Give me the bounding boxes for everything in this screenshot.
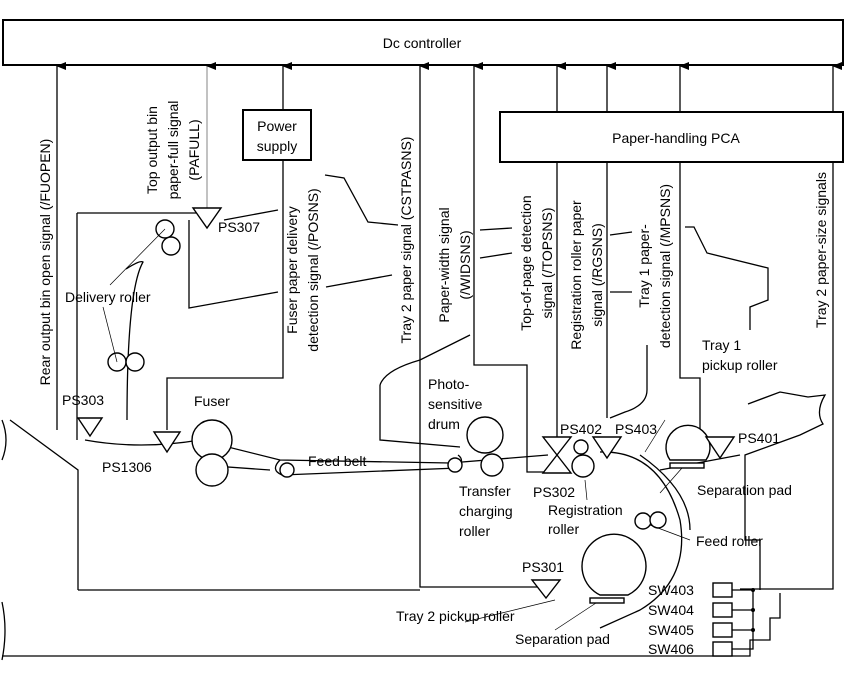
mpsns-label-2: detection signal (/MPSNS) [657, 184, 673, 348]
sw405-label: SW405 [648, 622, 694, 638]
feed-belt-label: Feed belt [308, 453, 366, 469]
ps301-label: PS301 [522, 559, 564, 575]
sw406-label: SW406 [648, 641, 694, 657]
transfer-label-1: Transfer [459, 483, 511, 499]
mpsns-leader [609, 345, 648, 419]
feed-roller-label: Feed roller [696, 533, 763, 549]
drum-label-3: drum [428, 416, 460, 432]
feed-roller-1 [634, 512, 652, 530]
paper-handling-pca-block: Paper-handling PCA [499, 111, 844, 163]
cstpasns-label: Tray 2 paper signal (CSTPASNS) [398, 137, 414, 344]
sensor-labels: PS307 PS303 PS1306 PS302 PS402 PS403 PS4… [62, 219, 780, 575]
drum-label-2: sensitive [428, 396, 483, 412]
leader-lines [102, 228, 691, 631]
ps303-label: PS303 [62, 392, 104, 408]
sensors [76, 207, 736, 600]
ps301-sensor [530, 579, 562, 600]
transfer-label-3: roller [459, 523, 490, 539]
registration-roller-bottom [571, 454, 595, 478]
ps402-label: PS402 [560, 421, 602, 437]
dc-controller-block: Dc controller [2, 19, 844, 66]
tray1-pickup-label-2: pickup roller [702, 357, 778, 373]
posns-line [166, 160, 284, 430]
ps307-label: PS307 [218, 219, 260, 235]
delivery-roller-label: Delivery roller [65, 289, 151, 305]
ps403-label: PS403 [615, 421, 657, 437]
separation-pad-1-label: Separation pad [697, 482, 792, 498]
paper-handling-pca-label: Paper-handling PCA [612, 130, 740, 146]
topsns-label-2: signal (/TOPSNS) [539, 208, 555, 319]
topsns-label-1: Top-of-page detection [518, 195, 534, 330]
fuser-label: Fuser [194, 393, 230, 409]
power-supply-label-1: Power [257, 118, 297, 134]
cstpasns-line [419, 62, 545, 588]
tray1-pickup-label-1: Tray 1 [702, 337, 741, 353]
ps402-ps302-sensor [541, 436, 573, 474]
paper-size-line [740, 162, 834, 590]
signal-lines [56, 62, 842, 590]
rgsns-label-2: signal (/RGSNS) [589, 223, 605, 326]
widsns-line [473, 62, 547, 473]
sw404-label: SW404 [648, 602, 694, 618]
separation-pad-1 [669, 462, 705, 469]
printer-frame [1, 174, 827, 661]
pafull-label-3: (PAFULL) [186, 119, 202, 180]
drum-label-1: Photo- [428, 376, 470, 392]
ps401-label: PS401 [738, 430, 780, 446]
ps303-sensor [76, 417, 104, 438]
widsns-label-2: (/WIDSNS) [457, 230, 473, 299]
separation-pad-2 [589, 597, 625, 604]
ps1306-sensor [152, 431, 182, 454]
component-labels: Delivery roller Fuser Feed belt Photo- s… [65, 289, 792, 647]
ps401-sensor [704, 436, 736, 460]
pafull-label-1: Top output bin [144, 106, 160, 194]
dc-controller-label: Dc controller [383, 35, 462, 51]
fuopen-label: Rear output bin open signal (/FUOPEN) [37, 139, 53, 386]
ps403-sensor [591, 436, 623, 460]
pafull-label-2: paper-full signal [165, 101, 181, 200]
fuser-roller-bottom [195, 453, 229, 487]
mpsns-line [679, 162, 701, 440]
registration-roller-top [573, 439, 589, 455]
ps307-sensor [191, 207, 223, 230]
ps302-label: PS302 [533, 484, 575, 500]
registration-label-1: Registration [548, 502, 623, 518]
posns-label-2: detection signal (/POSNS) [305, 188, 321, 351]
power-supply-block: Power supply [242, 109, 312, 161]
transfer-label-2: charging [459, 503, 513, 519]
transfer-charging-roller [480, 453, 504, 477]
tray1-pickup-roller [665, 424, 711, 461]
ps1306-label: PS1306 [102, 459, 152, 475]
signal-labels: Rear output bin open signal (/FUOPEN) To… [37, 101, 829, 386]
rgsns-label-1: Registration roller paper [568, 200, 584, 350]
feed-belt-roller-right [447, 457, 463, 473]
feed-belt-roller-left [279, 462, 295, 478]
paper-size-switches: SW403 SW404 SW405 SW406 [648, 582, 755, 657]
mpsns-label-1: Tray 1 paper- [636, 224, 652, 308]
posns-label-1: Fuser paper delivery [284, 206, 300, 334]
photosensitive-drum [466, 416, 504, 454]
separation-pad-2-label: Separation pad [515, 631, 610, 647]
widsns-label-1: Paper-width signal [436, 207, 452, 322]
tray2-pickup-label: Tray 2 pickup roller [396, 608, 515, 624]
sw403-label: SW403 [648, 582, 694, 598]
paper-size-label: Tray 2 paper-size signals [813, 172, 829, 328]
tray2-pickup-roller [581, 533, 647, 596]
registration-label-2: roller [548, 521, 579, 537]
power-supply-label-2: supply [257, 138, 297, 154]
